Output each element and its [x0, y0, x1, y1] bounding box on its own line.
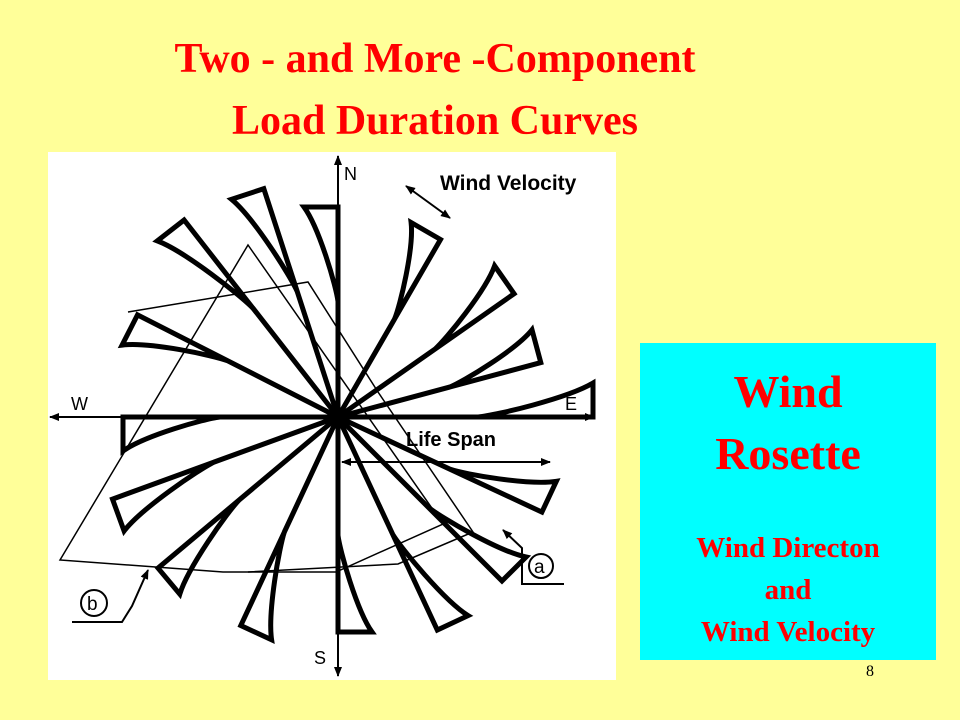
load-duration-petal	[152, 216, 340, 419]
callout-a-leader	[502, 529, 564, 585]
box-subtitle: Wind Directon and Wind Velocity	[640, 527, 936, 653]
page-number: 8	[866, 663, 874, 680]
load-duration-petal	[338, 378, 596, 420]
box-subtitle-line-3: Wind Velocity	[700, 616, 876, 648]
load-duration-petal	[117, 311, 340, 420]
box-title: Wind Rosette	[640, 361, 936, 485]
callout-a-label: a	[534, 557, 545, 578]
load-duration-petal	[226, 185, 341, 418]
load-duration-petal	[336, 415, 532, 585]
load-duration-petal	[299, 204, 341, 417]
callout-b-circle	[80, 589, 108, 617]
west-label: W	[71, 394, 88, 414]
load-duration-curves	[109, 185, 596, 645]
load-duration-petal	[237, 415, 341, 645]
wind-rosette-caption-box: Wind Rosette Wind Directon and Wind Velo…	[640, 343, 936, 660]
load-duration-petal	[120, 414, 338, 456]
load-duration-petal	[154, 415, 340, 600]
title-line-2: Load Duration Curves	[231, 98, 639, 144]
callout-b-leader	[72, 569, 149, 623]
load-duration-petal	[335, 217, 444, 419]
life-span-label: Life Span	[406, 429, 496, 451]
box-title-line-1: Wind	[733, 366, 843, 417]
wind-velocity-label: Wind Velocity	[440, 172, 577, 195]
east-label: E	[565, 394, 577, 414]
north-label: N	[344, 164, 357, 184]
load-duration-petal	[335, 417, 377, 635]
wind-velocity-arrow	[405, 185, 451, 219]
load-duration-petal	[337, 324, 544, 420]
south-label: S	[314, 648, 326, 668]
title-line-1: Two - and More -Component	[174, 36, 696, 82]
callout-a-circle	[528, 553, 554, 579]
box-title-line-2: Rosette	[715, 428, 861, 479]
box-subtitle-line-2: and	[764, 574, 812, 606]
callout-b-label: b	[87, 594, 98, 615]
load-duration-petal	[336, 260, 518, 420]
load-duration-petal	[109, 414, 339, 537]
wind-rosette-diagram: N S E W Wind Velocity Life Span a b	[48, 152, 616, 680]
load-duration-petal	[335, 415, 474, 634]
load-duration-petal	[336, 414, 561, 516]
box-subtitle-line-1: Wind Directon	[696, 532, 880, 564]
